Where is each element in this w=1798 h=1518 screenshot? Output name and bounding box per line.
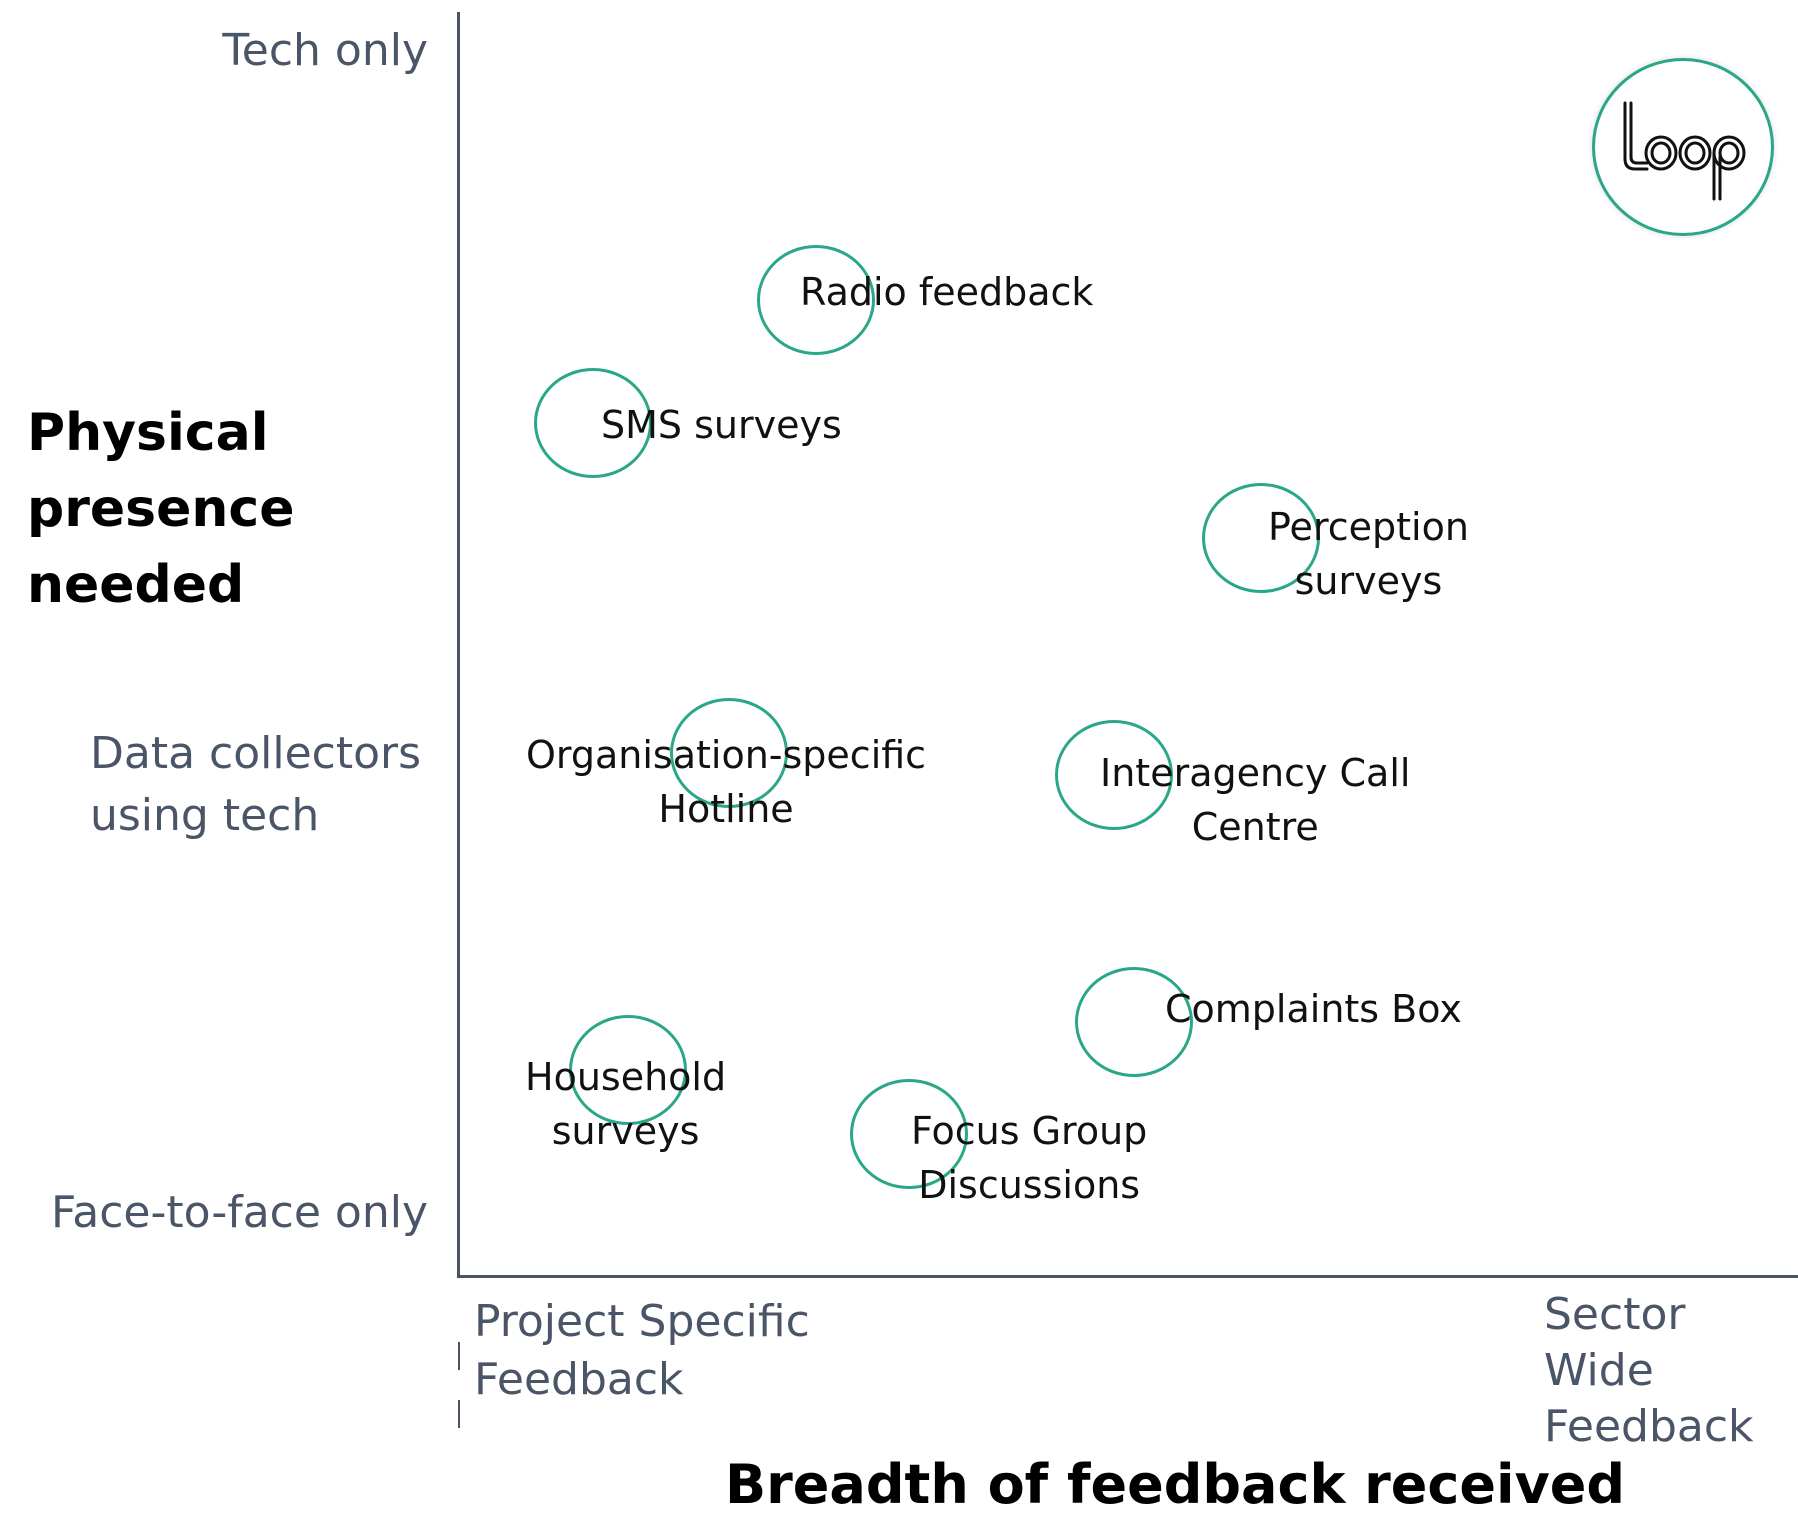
x-axis-left-label: Project Specific Feedback (474, 1293, 810, 1409)
perception-surveys-label: Perception surveys (1268, 500, 1469, 608)
interagency-call-centre-label: Interagency Call Centre (1100, 746, 1410, 854)
item-label-line: Complaints Box (1165, 987, 1462, 1031)
x-axis-right-label-line: Sector Wide (1544, 1289, 1686, 1396)
interagency-call-centre-marker (1055, 720, 1173, 830)
y-axis-line (457, 12, 460, 1277)
item-label-line: Interagency Call (1100, 751, 1411, 795)
focus-group-discussions-label: Focus Group Discussions (911, 1104, 1147, 1212)
radio-feedback-label: Radio feedback (800, 265, 1093, 319)
x-axis-title: Breadth of feedback received (725, 1453, 1626, 1516)
organisation-hotline-marker (670, 698, 788, 808)
item-label-line: Focus Group (911, 1109, 1148, 1153)
item-label-line: Hotline (658, 787, 794, 831)
item-label-line: SMS surveys (601, 403, 842, 447)
x-axis-left-label-line: Feedback (474, 1354, 684, 1405)
item-label-line: Radio feedback (800, 270, 1094, 314)
item-label-line: Household (525, 1055, 727, 1099)
y-axis-middle-label: Data collectors using tech (90, 723, 421, 847)
household-surveys-label: Household surveys (525, 1050, 726, 1158)
y-axis-title-line: Physical (27, 403, 269, 463)
x-axis-left-label-line: Project Specific (474, 1296, 810, 1347)
item-label-line: Perception (1268, 505, 1469, 549)
x-axis-tick-a (458, 1342, 460, 1370)
y-axis-middle-label-line: Data collectors (90, 728, 422, 779)
x-axis-right-label: Sector Wide Feedback (1544, 1287, 1798, 1455)
radio-feedback-marker (757, 245, 875, 355)
item-label-line: Centre (1191, 805, 1319, 849)
x-axis-tick-b (458, 1400, 460, 1428)
y-axis-title: Physical presence needed (27, 395, 294, 623)
y-axis-title-line: presence (27, 479, 295, 539)
item-label-line: surveys (1294, 559, 1443, 603)
item-label-line: Discussions (918, 1163, 1141, 1207)
loop-logo-icon (1623, 101, 1746, 201)
complaints-box-label: Complaints Box (1165, 982, 1462, 1036)
x-axis-right-label-line: Feedback (1544, 1401, 1754, 1452)
y-axis-top-label: Tech only (222, 25, 428, 76)
sms-surveys-label: SMS surveys (601, 398, 842, 452)
item-label-line: Organisation-specific (526, 733, 927, 777)
y-axis-bottom-label: Face-to-face only (50, 1187, 428, 1238)
item-label-line: surveys (551, 1109, 700, 1153)
y-axis-middle-label-line: using tech (90, 790, 320, 841)
x-axis-line (457, 1275, 1798, 1278)
complaints-box-marker (1075, 967, 1193, 1077)
loop-logo-badge (1592, 58, 1774, 236)
perception-surveys-marker (1202, 483, 1320, 593)
household-surveys-marker (569, 1015, 687, 1125)
focus-group-discussions-marker (850, 1079, 968, 1189)
sms-surveys-marker (534, 368, 652, 478)
organisation-hotline-label: Organisation-specific Hotline (526, 728, 926, 836)
y-axis-title-line: needed (27, 555, 245, 615)
